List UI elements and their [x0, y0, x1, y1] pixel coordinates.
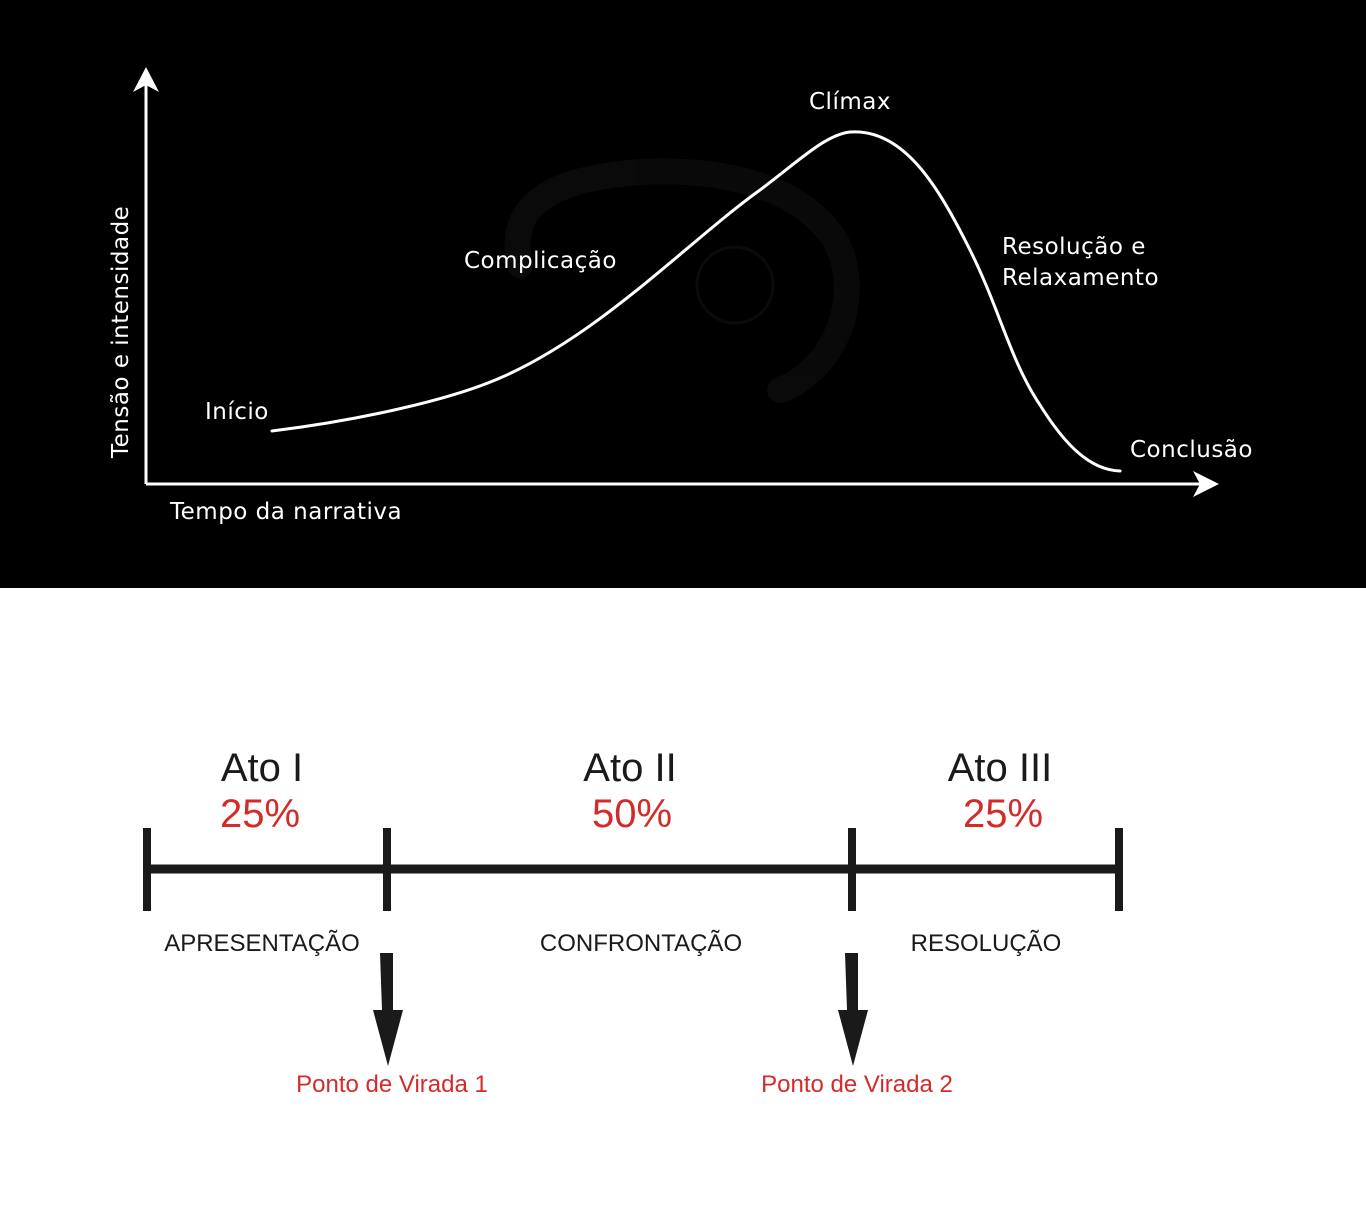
turning-point-1-arrow-icon [373, 953, 403, 1066]
act1-percent: 25% [220, 792, 300, 836]
three-act-panel: Ato I 25% Ato II 50% Ato III 25% APRESEN… [0, 588, 1366, 1215]
x-axis-label: Tempo da narrativa [169, 499, 402, 525]
act3-percent: 25% [963, 792, 1043, 836]
start-label: Início [205, 399, 269, 425]
y-axis-label: Tensão e intensidade [108, 206, 134, 459]
act3-title: Ato III [948, 746, 1053, 790]
climax-label: Clímax [809, 89, 891, 115]
resolution-label-line2: Relaxamento [1002, 265, 1159, 291]
conclusion-label: Conclusão [1130, 437, 1253, 463]
tension-curve [270, 130, 1122, 473]
act2-title: Ato II [583, 746, 676, 790]
turning-point-2-label: Ponto de Virada 2 [761, 1071, 953, 1098]
tension-curve-diagram: Tensão e intensidade Tempo da narrativa … [108, 67, 1253, 525]
act1-title: Ato I [221, 746, 303, 790]
turning-point-2-arrow-icon [838, 953, 868, 1066]
three-act-diagram: Ato I 25% Ato II 50% Ato III 25% APRESEN… [143, 746, 1123, 1098]
resolution-label-line1: Resolução e [1002, 234, 1146, 260]
y-axis-arrowhead [133, 67, 159, 92]
act1-phase: APRESENTAÇÃO [164, 930, 360, 957]
act2-phase: CONFRONTAÇÃO [540, 930, 742, 957]
tension-curve-panel: Tensão e intensidade Tempo da narrativa … [0, 0, 1366, 588]
background-swirl [504, 158, 860, 403]
complication-label: Complicação [464, 248, 617, 274]
act2-percent: 50% [592, 792, 672, 836]
x-axis-arrowhead [1193, 471, 1219, 497]
turning-point-1-label: Ponto de Virada 1 [296, 1071, 488, 1098]
act3-phase: RESOLUÇÃO [911, 930, 1062, 957]
